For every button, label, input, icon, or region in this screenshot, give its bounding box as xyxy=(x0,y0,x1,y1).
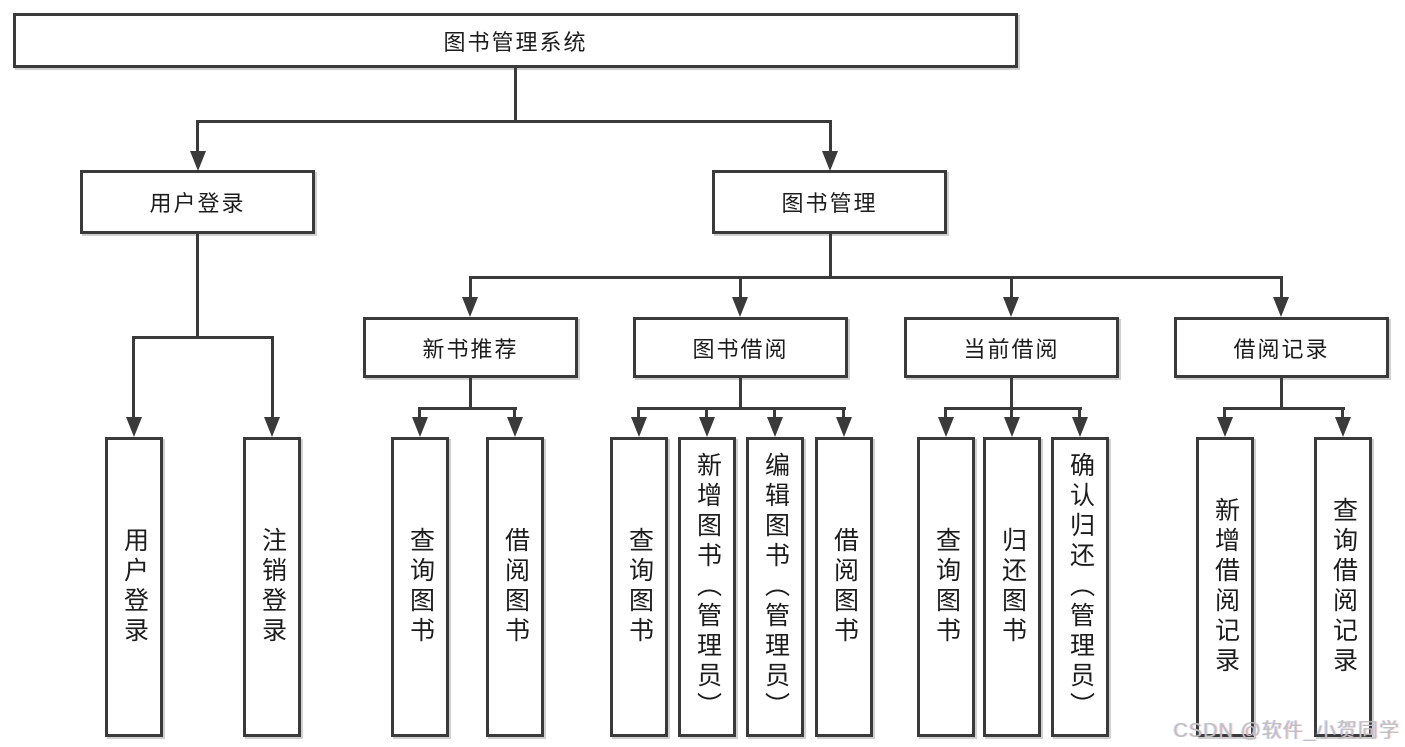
leaf-logout: 注销登录 xyxy=(243,437,301,737)
connector-arrow xyxy=(462,297,478,317)
node-book-management: 图书管理 xyxy=(712,170,947,234)
leaf-query-books-current-label: 查询图书 xyxy=(932,527,961,647)
node-user-login: 用户登录 xyxy=(80,170,315,234)
leaf-query-borrow-record-label: 查询借阅记录 xyxy=(1329,497,1358,677)
connector-line xyxy=(842,407,845,420)
node-current-borrowing: 当前借阅 xyxy=(904,317,1119,378)
connector-line xyxy=(1223,407,1226,420)
leaf-add-borrow-record-label: 新增借阅记录 xyxy=(1211,497,1240,677)
leaf-add-books-admin: 新增图书（管理员） xyxy=(678,437,736,737)
connector-arrow xyxy=(1004,417,1020,437)
connector-line xyxy=(271,336,274,420)
node-library-system-label: 图书管理系统 xyxy=(443,29,588,55)
node-user-login-label: 用户登录 xyxy=(149,191,246,216)
leaf-query-borrow-record: 查询借阅记录 xyxy=(1314,437,1372,737)
connector-line xyxy=(469,276,1283,279)
connector-line xyxy=(513,407,516,420)
leaf-query-books-recommend-label: 查询图书 xyxy=(406,527,435,647)
leaf-confirm-return-admin-label: 确认归还（管理员） xyxy=(1066,452,1095,722)
node-new-book-recommendation-label: 新书推荐 xyxy=(422,336,519,362)
connector-line xyxy=(1223,407,1345,410)
leaf-logout-label: 注销登录 xyxy=(258,527,287,647)
connector-arrow xyxy=(699,417,715,437)
connector-line xyxy=(469,276,472,301)
connector-arrow xyxy=(507,417,523,437)
connector-line xyxy=(132,336,274,339)
connector-line xyxy=(829,120,832,153)
leaf-borrow-books-recommend-label: 借阅图书 xyxy=(501,527,530,647)
connector-line xyxy=(773,407,776,420)
connector-line xyxy=(1280,276,1283,301)
connector-arrow xyxy=(1273,297,1289,317)
connector-arrow xyxy=(822,151,838,171)
node-borrowing-records: 借阅记录 xyxy=(1174,317,1389,378)
connector-line xyxy=(196,120,199,153)
connector-arrow xyxy=(1072,417,1088,437)
node-book-management-label: 图书管理 xyxy=(781,191,878,216)
connector-arrow xyxy=(631,417,647,437)
connector-arrow xyxy=(412,417,428,437)
connector-line xyxy=(132,336,135,420)
leaf-borrow-books-recommend: 借阅图书 xyxy=(486,437,544,737)
csdn-watermark: CSDN @软件_小贺同学 xyxy=(1173,720,1400,742)
connector-line xyxy=(637,407,640,420)
node-borrowing-records-label: 借阅记录 xyxy=(1233,336,1330,362)
node-new-book-recommendation: 新书推荐 xyxy=(363,317,578,378)
connector-line xyxy=(829,234,832,279)
connector-line xyxy=(469,378,472,409)
connector-arrow xyxy=(126,417,142,437)
connector-line xyxy=(1010,378,1013,409)
connector-line xyxy=(705,407,708,420)
connector-arrow xyxy=(1003,297,1019,317)
connector-arrow xyxy=(1335,417,1351,437)
connector-line xyxy=(739,276,742,301)
connector-line xyxy=(944,407,1082,410)
connector-line xyxy=(1010,407,1013,420)
leaf-query-books-recommend: 查询图书 xyxy=(391,437,449,737)
node-library-system: 图书管理系统 xyxy=(13,13,1018,68)
connector-line xyxy=(196,234,199,338)
leaf-return-books-label: 归还图书 xyxy=(998,527,1027,647)
leaf-edit-books-admin: 编辑图书（管理员） xyxy=(746,437,804,737)
leaf-borrow-books: 借阅图书 xyxy=(815,437,873,737)
connector-line xyxy=(514,67,517,121)
leaf-return-books: 归还图书 xyxy=(983,437,1041,737)
connector-line xyxy=(1280,378,1283,409)
connector-line xyxy=(739,378,742,409)
connector-line xyxy=(1341,407,1344,420)
connector-line xyxy=(1010,276,1013,301)
leaf-user-login: 用户登录 xyxy=(105,437,163,737)
connector-arrow xyxy=(264,417,280,437)
connector-arrow xyxy=(836,417,852,437)
connector-line xyxy=(1078,407,1081,420)
connector-arrow xyxy=(190,151,206,171)
leaf-confirm-return-admin: 确认归还（管理员） xyxy=(1051,437,1109,737)
leaf-add-books-admin-label: 新增图书（管理员） xyxy=(693,452,722,722)
leaf-query-books-borrowing: 查询图书 xyxy=(610,437,668,737)
connector-line xyxy=(637,407,846,410)
connector-line xyxy=(418,407,517,410)
leaf-query-books-borrowing-label: 查询图书 xyxy=(625,527,654,647)
node-book-borrowing-label: 图书借阅 xyxy=(692,336,789,362)
connector-line xyxy=(418,407,421,420)
connector-line xyxy=(944,407,947,420)
connector-line xyxy=(196,120,832,123)
connector-arrow xyxy=(1217,417,1233,437)
leaf-borrow-books-label: 借阅图书 xyxy=(830,527,859,647)
connector-arrow xyxy=(767,417,783,437)
node-current-borrowing-label: 当前借阅 xyxy=(963,336,1060,362)
leaf-edit-books-admin-label: 编辑图书（管理员） xyxy=(761,452,790,722)
node-book-borrowing: 图书借阅 xyxy=(633,317,848,378)
connector-arrow xyxy=(732,297,748,317)
connector-arrow xyxy=(938,417,954,437)
leaf-query-books-current: 查询图书 xyxy=(917,437,975,737)
leaf-add-borrow-record: 新增借阅记录 xyxy=(1196,437,1254,737)
leaf-user-login-label: 用户登录 xyxy=(120,527,149,647)
